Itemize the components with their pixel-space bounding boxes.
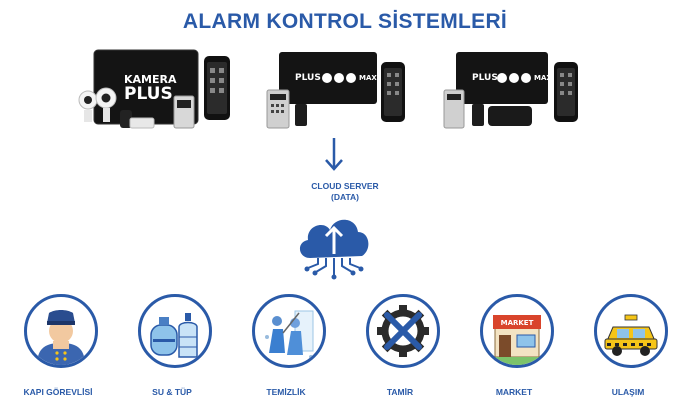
- cloud-server-icon: [299, 219, 369, 280]
- service-label-water-gas: SU & TÜP: [152, 387, 192, 397]
- hub-brand-label: PLUS: [472, 73, 498, 83]
- taxi-icon: [604, 314, 658, 356]
- hub-label-line1: KAMERA: [124, 73, 177, 86]
- water-gas-icon: [150, 313, 198, 358]
- svg-text:MARKET: MARKET: [501, 319, 534, 327]
- hub-brand-label: PLUS: [295, 73, 321, 83]
- service-cleaning[interactable]: [252, 294, 326, 368]
- plus-maxi-tv-hub-illustration: [443, 52, 578, 129]
- cleaning-icon: [265, 310, 314, 359]
- service-label-doorman: KAPI GÖREVLİSİ: [23, 387, 93, 397]
- market-icon: MARKET: [483, 315, 551, 365]
- cloud-server-label: CLOUD SERVER (DATA): [265, 181, 425, 203]
- down-arrow-icon: [325, 138, 343, 171]
- service-water-gas[interactable]: [138, 294, 212, 368]
- service-label-market: MARKET: [495, 387, 533, 397]
- service-label-taxi: ULAŞIM: [611, 387, 645, 397]
- service-label-repair: TAMİR: [386, 387, 414, 397]
- plus-maxi-hub-illustration: [266, 52, 405, 129]
- page-title: ALARM KONTROL SİSTEMLERİ: [182, 10, 508, 33]
- service-market[interactable]: MARKET: [480, 294, 554, 368]
- service-doorman[interactable]: [24, 294, 98, 368]
- hub-label-line2: PLUS: [124, 84, 173, 104]
- service-label-cleaning: TEMİZLİK: [266, 387, 306, 397]
- service-taxi[interactable]: [594, 294, 668, 368]
- repair-icon: [377, 305, 429, 357]
- product-plus-maxi-1: PLUS MAXI: [265, 50, 415, 136]
- doorman-icon: [37, 310, 85, 365]
- hub-model-label: MAXI: [359, 74, 380, 82]
- cloud-label-line1: CLOUD SERVER: [311, 181, 379, 191]
- hub-model-label: MAXI: [534, 74, 555, 82]
- cloud-label-line2: (DATA): [330, 192, 359, 202]
- product-kamera-plus: KAMERA PLUS: [70, 48, 240, 134]
- kamera-plus-hub-illustration: [78, 49, 230, 129]
- product-plus-maxi-2: PLUS MAXI: [442, 50, 592, 136]
- service-repair[interactable]: [366, 294, 440, 368]
